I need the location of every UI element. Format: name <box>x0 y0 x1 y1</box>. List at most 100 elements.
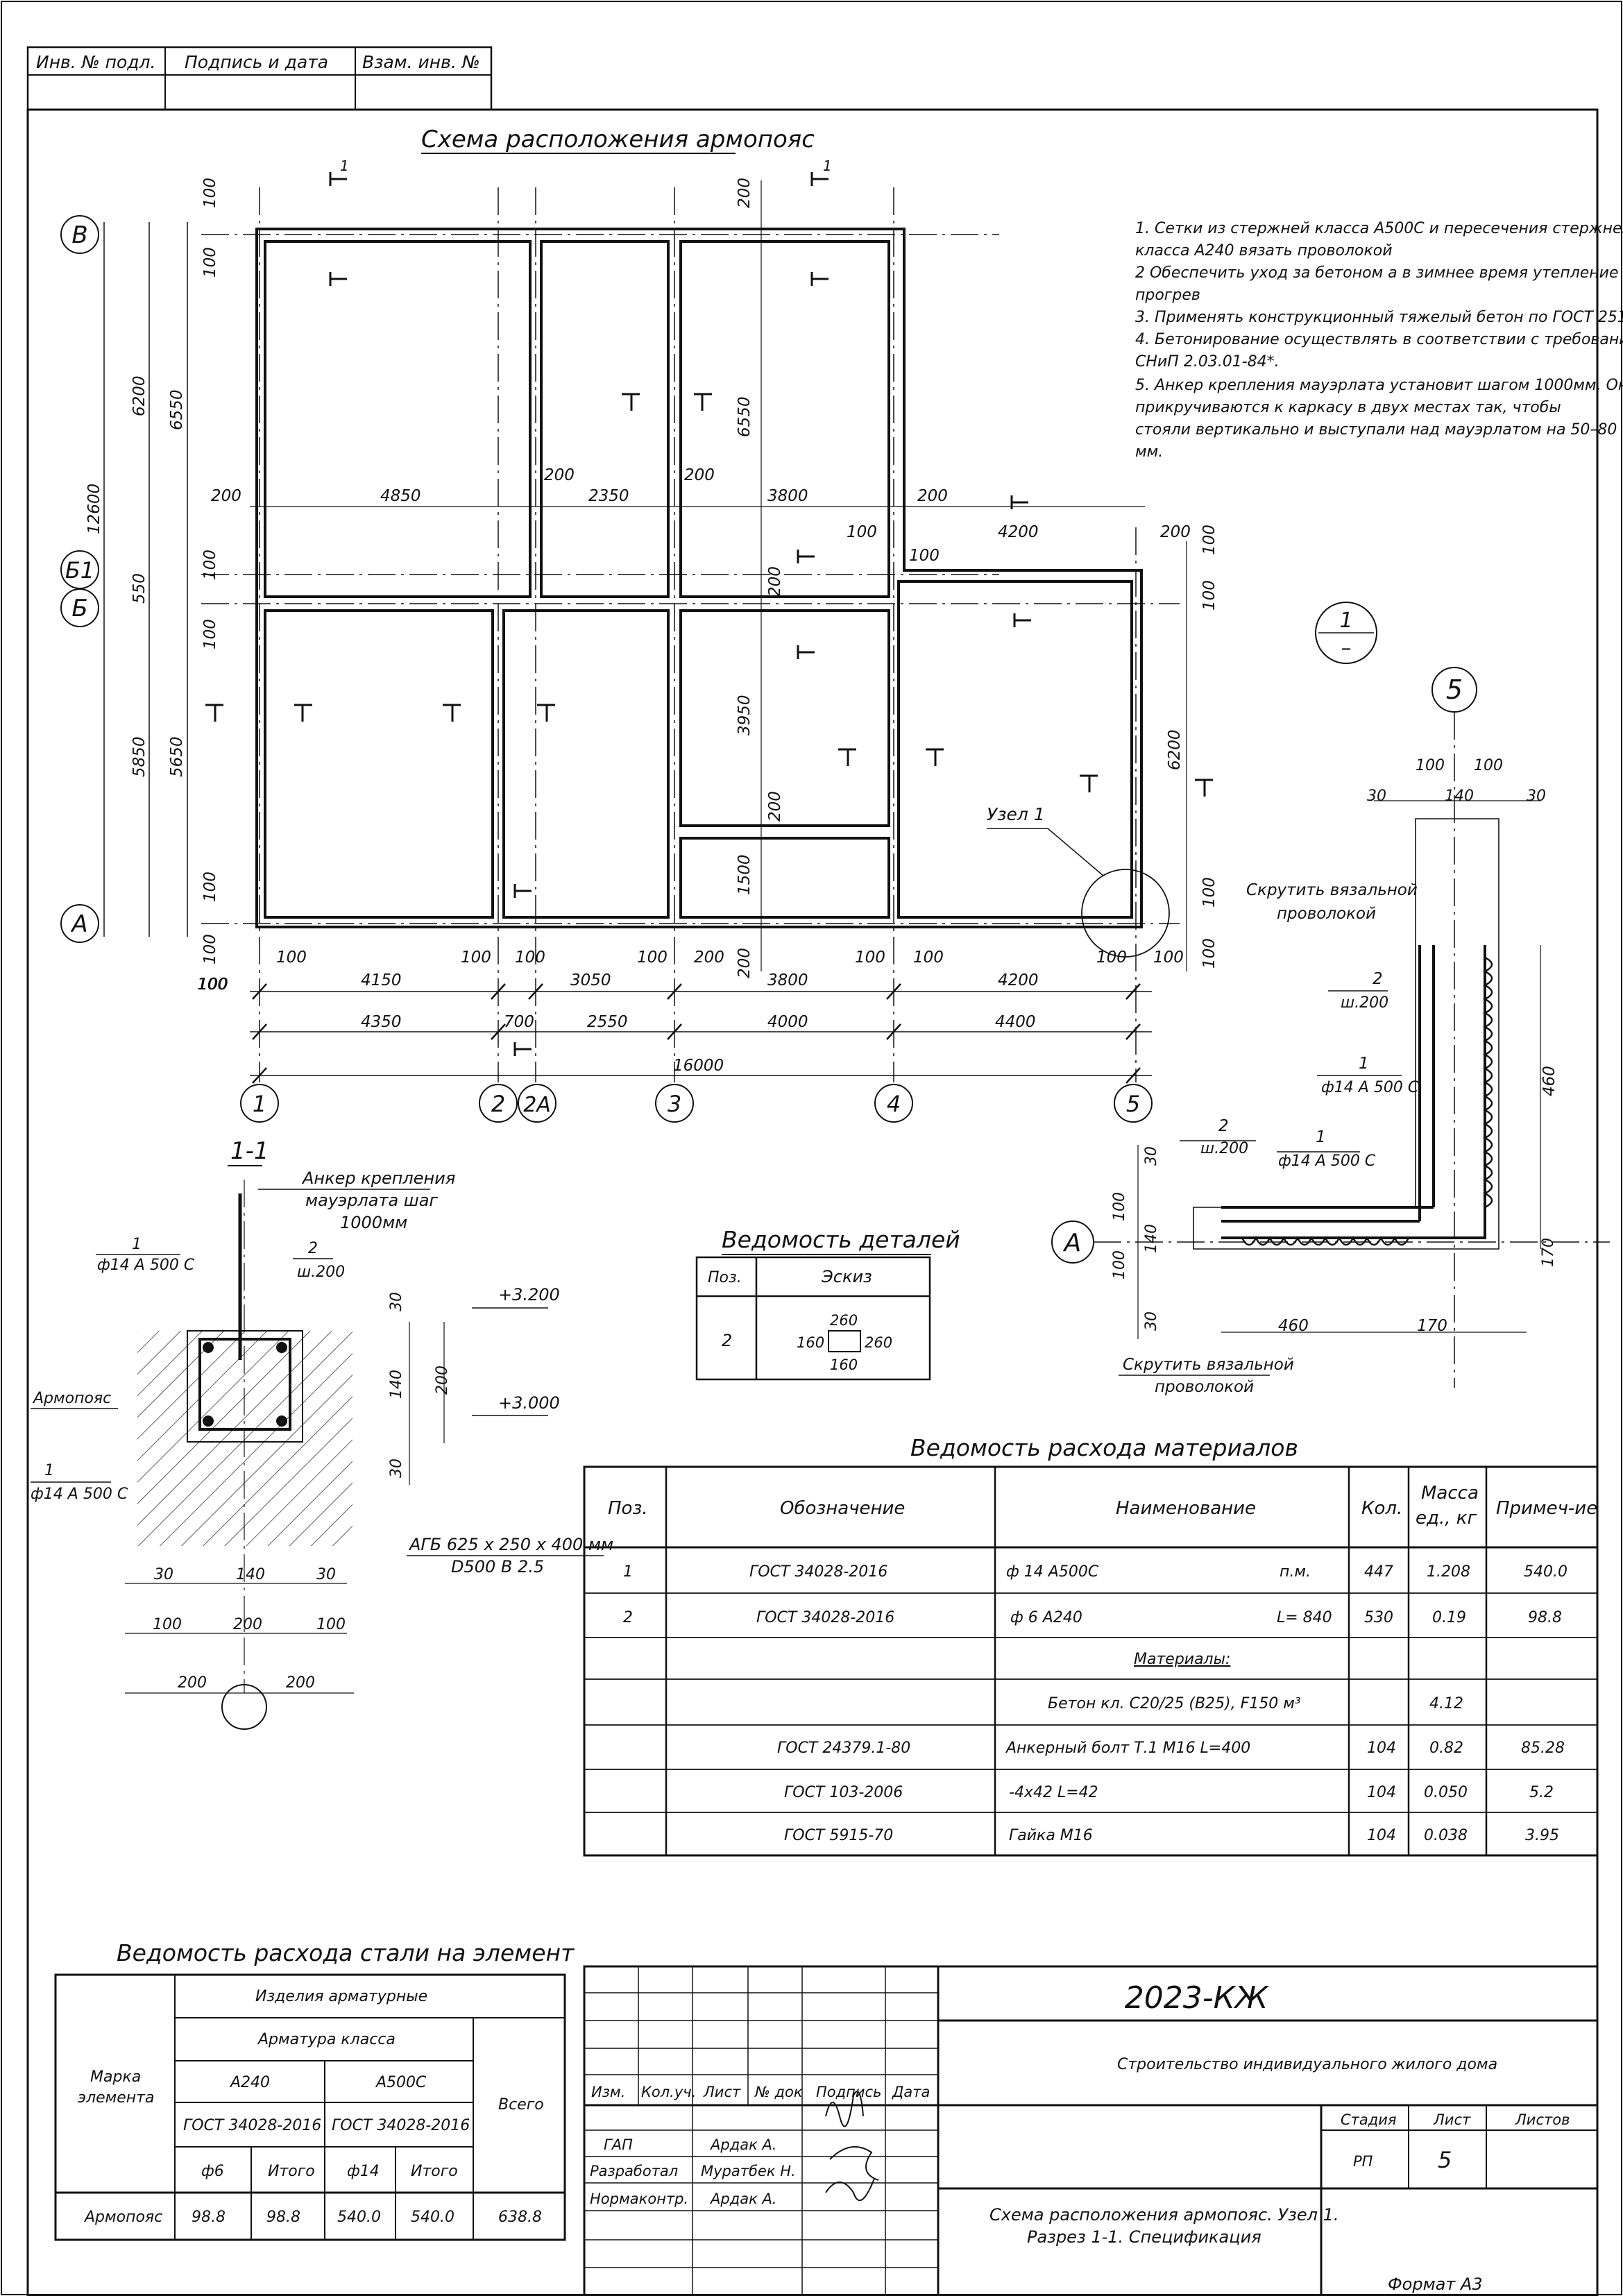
materials-title: Ведомость расхода материалов <box>910 1434 1298 1461</box>
dim-b1-3: 100 <box>515 949 545 967</box>
note-line-0: 1. Сетки из стержней класса А500С и пере… <box>1135 220 1623 237</box>
node5-twist1-line1: Скрутить вязальной <box>1246 881 1418 899</box>
dim-l-3: 6550 <box>168 389 186 430</box>
axis-A: А <box>70 910 87 938</box>
details-d-right: 260 <box>865 1334 892 1351</box>
dim-b2-1: 700 <box>504 1013 534 1031</box>
dim-l-10: 100 <box>201 871 219 902</box>
tb-sheet-h: Лист <box>1433 2111 1471 2128</box>
mat-r1-pos: 2 <box>623 1609 633 1626</box>
dim-l-1: 100 <box>201 247 219 278</box>
section11-dim-r-3: 200 <box>434 1366 451 1395</box>
mat-r3-mass: 4.12 <box>1429 1695 1463 1712</box>
dim-c-6: 200 <box>736 948 754 978</box>
section11-dim-r-1: 140 <box>388 1370 405 1399</box>
node5-twist1-line2: проволокой <box>1277 905 1376 923</box>
tb-code: 2023-КЖ <box>1125 1980 1269 2016</box>
dim-l-9: 5650 <box>168 736 186 777</box>
node5-pos1b: 1 <box>1316 1128 1326 1146</box>
steel-h-c0: ф6 <box>201 2163 224 2180</box>
details-pos: 2 <box>722 1331 732 1350</box>
tb-stage: РП <box>1353 2153 1373 2170</box>
note-line-3: прогрев <box>1135 287 1200 304</box>
stamp-vzam-inv: Взам. инв. № <box>362 52 480 72</box>
section11-dim-r-2: 30 <box>388 1459 405 1478</box>
steel-r-f14: 540.0 <box>337 2209 381 2226</box>
tb-project: Строительство индивидуального жилого дом… <box>1117 2056 1497 2073</box>
mat-r2-naim: Материалы: <box>1134 1651 1230 1668</box>
node5-dim-l-2: 140 <box>1143 1224 1160 1253</box>
axis-2: 2 <box>491 1091 505 1117</box>
mat-r0-pos: 1 <box>623 1563 633 1581</box>
section11-pos2-sub: ш.200 <box>297 1264 345 1281</box>
node5-dim-l-4: 30 <box>1143 1311 1160 1331</box>
tb-format: Формат А3 <box>1388 2274 1483 2294</box>
steel-h-izd: Изделия арматурные <box>255 1988 427 2005</box>
section11-dim-b3-0: 200 <box>178 1674 207 1692</box>
tb-drawing-name-2: Разрез 1-1. Спецификация <box>1027 2227 1261 2247</box>
mat-r5-mass: 0.050 <box>1424 1784 1468 1801</box>
section11-level-top: +3.200 <box>498 1285 560 1304</box>
mat-r0-unit: п.м. <box>1280 1563 1311 1581</box>
mat-r5-kol: 104 <box>1367 1784 1396 1801</box>
dim-b1-6: 200 <box>694 949 724 967</box>
mat-r6-naim: Гайка М16 <box>1009 1827 1093 1844</box>
dim-b1-4: 3050 <box>570 971 611 989</box>
section11-dim-b1-1: 140 <box>236 1566 265 1583</box>
materials-h-prim: Примеч-ие <box>1496 1498 1597 1519</box>
mat-r4-oboz: ГОСТ 24379.1-80 <box>777 1740 910 1757</box>
dim-c-3: 3950 <box>736 695 754 735</box>
tb-name1: Муратбек Н. <box>701 2163 796 2179</box>
section11-agb-1: АГБ 625 x 250 x 400 мм <box>408 1535 613 1554</box>
axis-V: В <box>71 221 87 249</box>
section11-title: 1-1 <box>230 1137 269 1165</box>
mat-r1-oboz: ГОСТ 34028-2016 <box>756 1609 894 1626</box>
mat-r1-mass: 0.19 <box>1432 1609 1466 1626</box>
dim-b1-11: 100 <box>1096 949 1127 967</box>
dim-b1-9: 100 <box>913 949 944 967</box>
tb-sheets-h: Листов <box>1515 2111 1570 2128</box>
mat-r5-oboz: ГОСТ 103-2006 <box>784 1784 903 1801</box>
details-table: Ведомость деталей Поз. Эскиз 2 260 160 2… <box>695 1226 960 1381</box>
dim-b2-4: 4400 <box>995 1013 1036 1031</box>
details-h-sketch: Эскиз <box>821 1267 872 1286</box>
dim-m-7: 200 <box>917 487 948 505</box>
tb-role1: Разработал <box>590 2163 678 2179</box>
dim-m-0: 200 <box>211 487 241 505</box>
dim-total: 16000 <box>673 1057 724 1075</box>
mat-r0-kol: 447 <box>1364 1563 1393 1581</box>
mat-r3-naim: Бетон кл. С20/25 (В25), F150 м³ <box>1048 1695 1301 1712</box>
note-line-8: прикручиваются к каркасу в двух местах т… <box>1135 399 1561 416</box>
node5-twist2-line2: проволокой <box>1155 1378 1254 1396</box>
materials-h-naim: Наименование <box>1116 1498 1256 1519</box>
section11-anchor-1: Анкер крепления <box>301 1168 455 1188</box>
node5-detail: 5 100 100 30 140 30 Скрутить вязальной п… <box>1051 667 1610 1396</box>
axis-B1: Б1 <box>65 557 94 584</box>
steel-r-vsego: 638.8 <box>498 2209 542 2226</box>
materials-h-oboz: Обозначение <box>780 1498 905 1519</box>
note-line-4: 3. Применять конструкционный тяжелый бет… <box>1135 309 1623 326</box>
node1-label: Узел 1 <box>987 804 1045 824</box>
steel-h-c1: Итого <box>268 2163 315 2180</box>
node5-pos1b-sub: ф14 А 500 С <box>1278 1153 1376 1170</box>
dim-l-6: 100 <box>201 550 219 580</box>
section11-pos1: 1 <box>132 1236 142 1253</box>
dim-r-4: 100 <box>1200 938 1218 969</box>
mat-r0-prim: 540.0 <box>1524 1563 1567 1581</box>
note-line-7: 5. Анкер крепления мауэрлата установит ш… <box>1135 377 1623 394</box>
note-line-5: 4. Бетонирование осуществлять в соответс… <box>1135 331 1623 348</box>
tb-name2: Ардак А. <box>709 2191 776 2207</box>
node5-dim-top-1: 100 <box>1474 757 1503 774</box>
tb-h-izm: Изм. <box>591 2084 625 2100</box>
stamp-inv-podl: Инв. № подл. <box>36 52 155 72</box>
tb-stage-h: Стадия <box>1341 2111 1397 2128</box>
axis-5: 5 <box>1126 1091 1140 1117</box>
section-1-1: 1-1 Анкер крепления мауэрлата шаг 1000мм… <box>31 1137 613 1730</box>
section11-dim-b1-2: 30 <box>316 1566 336 1583</box>
dim-c-0: 200 <box>736 178 754 208</box>
section11-level-bot: +3.000 <box>498 1393 560 1413</box>
dim-b1-1: 4150 <box>361 971 402 989</box>
section11-pos1b: 1 <box>44 1462 54 1479</box>
dim-m-8: 4200 <box>998 523 1039 541</box>
